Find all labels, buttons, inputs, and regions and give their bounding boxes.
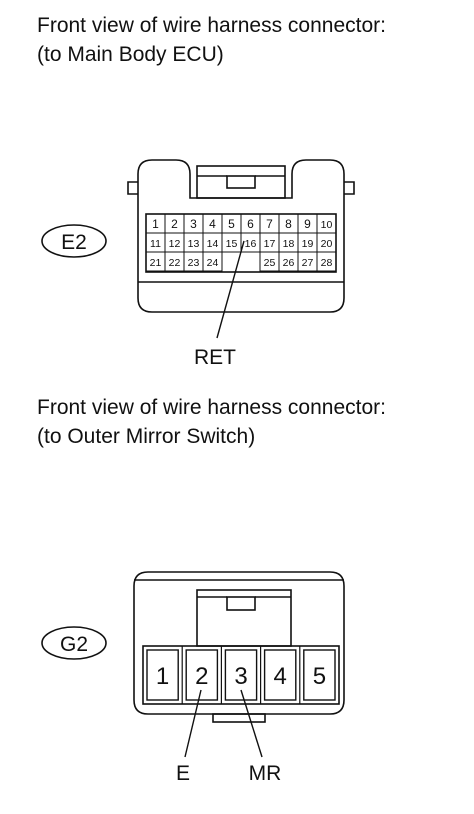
mr-terminal-label: MR xyxy=(249,762,282,785)
e2-pin-number: 9 xyxy=(304,217,311,231)
e2-pin-number: 28 xyxy=(321,257,333,269)
e2-pin-cell xyxy=(202,251,223,272)
ret-terminal-label: RET xyxy=(194,346,236,369)
g2-pin-number: 3 xyxy=(234,663,247,690)
g2-latch xyxy=(196,589,292,647)
e2-pin-number: 6 xyxy=(247,217,254,231)
e2-pin-number: 2 xyxy=(171,217,178,231)
e2-right-notch xyxy=(344,181,355,195)
g2-connector-caption: Front view of wire harness connector: (t… xyxy=(37,393,386,451)
g2-housing-outline xyxy=(133,571,345,715)
e2-pin-number: 25 xyxy=(264,257,276,269)
e2-pin-number: 21 xyxy=(150,257,162,269)
g2-caption-line2: (to Outer Mirror Switch) xyxy=(37,425,256,448)
e2-code-badge: E2 xyxy=(41,224,107,258)
e2-pin-number: 13 xyxy=(188,238,200,250)
mr-leader-line xyxy=(240,689,263,758)
e2-pin-number: 4 xyxy=(209,217,216,231)
e2-pin-number: 14 xyxy=(207,238,219,250)
e2-left-notch xyxy=(127,181,138,195)
g2-pin-number: 5 xyxy=(313,663,326,690)
g2-code-label: G2 xyxy=(60,633,88,656)
e2-pin-cell xyxy=(316,251,337,272)
e2-latch xyxy=(196,165,286,199)
e2-housing-outline xyxy=(137,159,345,313)
e2-pin-number: 16 xyxy=(245,238,257,250)
e2-pin-number: 19 xyxy=(302,238,314,250)
g2-pin-number: 4 xyxy=(274,663,287,690)
g2-pin-cell xyxy=(224,649,258,701)
g2-pin-cell xyxy=(263,649,297,701)
e2-pin-number: 11 xyxy=(150,238,161,250)
e2-pin-number: 20 xyxy=(321,238,333,250)
e2-caption-line2: (to Main Body ECU) xyxy=(37,43,224,66)
e2-pin-number: 22 xyxy=(169,257,181,269)
e-leader-line xyxy=(184,689,202,758)
e2-latch-tab xyxy=(226,175,256,189)
e2-code-label: E2 xyxy=(61,231,87,254)
e2-pin-number: 1 xyxy=(152,217,159,231)
e2-pin-number: 8 xyxy=(285,217,292,231)
g2-code-badge: G2 xyxy=(41,626,107,660)
g2-bottom-tab xyxy=(212,713,266,723)
e2-pin-number: 5 xyxy=(228,217,235,231)
g2-pin-frame xyxy=(142,645,340,705)
g2-pin-cell xyxy=(146,649,179,701)
e2-pin-number: 27 xyxy=(302,257,314,269)
e2-caption-line1: Front view of wire harness connector: xyxy=(37,14,386,37)
e2-pin-number: 12 xyxy=(169,238,181,250)
g2-pin-cell xyxy=(303,649,336,701)
e2-pin-number: 10 xyxy=(321,219,333,231)
e2-pin-number: 18 xyxy=(283,238,295,250)
g2-pin-number: 1 xyxy=(156,663,169,690)
e2-pin-number: 24 xyxy=(207,257,219,269)
g2-connector xyxy=(133,571,345,723)
e2-connector-caption: Front view of wire harness connector: (t… xyxy=(37,11,386,69)
g2-pin-cell xyxy=(185,649,219,701)
g2-pin-number: 2 xyxy=(195,663,208,690)
g2-latch-tab xyxy=(226,596,256,611)
e-terminal-label: E xyxy=(176,762,190,785)
ret-leader-line xyxy=(216,240,245,339)
e2-pin-number: 7 xyxy=(266,217,273,231)
e2-pin-number: 26 xyxy=(283,257,295,269)
e2-pin-number: 17 xyxy=(264,238,276,250)
e2-pin-number: 15 xyxy=(226,238,238,250)
e2-pin-number: 23 xyxy=(188,257,200,269)
g2-caption-line1: Front view of wire harness connector: xyxy=(37,396,386,419)
e2-pin-number: 3 xyxy=(190,217,197,231)
